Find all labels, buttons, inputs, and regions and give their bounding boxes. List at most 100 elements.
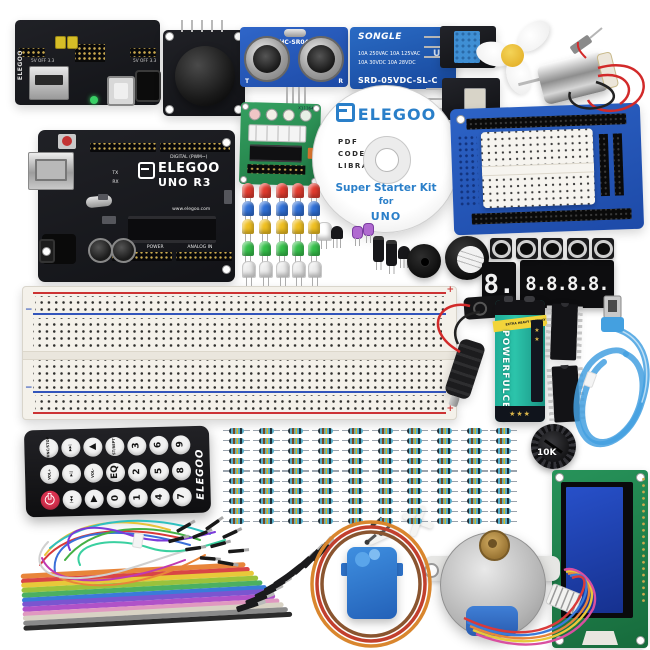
remote-button-label: ▶▶|	[68, 443, 73, 451]
cd-brand: ELEGOO	[313, 103, 459, 124]
resistor	[223, 427, 250, 434]
resistor	[341, 427, 369, 434]
resistor	[371, 447, 399, 454]
mounting-hole	[165, 32, 174, 41]
resistor	[490, 457, 518, 464]
resistor	[341, 478, 369, 485]
breadboard: + + − −	[22, 285, 457, 420]
pin	[304, 87, 306, 111]
led	[292, 261, 306, 286]
led	[259, 219, 271, 243]
jumper-wire	[39, 530, 181, 566]
mounting-hole	[165, 105, 174, 114]
resistor	[252, 508, 280, 515]
pin	[181, 20, 183, 32]
resistor	[252, 518, 280, 525]
ul-cert-mark: UL	[433, 49, 446, 59]
jumper-cap	[55, 36, 66, 49]
software-cd: ELEGOO PDF CODE LIBRARIES Super Starter …	[312, 85, 460, 233]
pin	[426, 88, 442, 90]
pin	[298, 87, 300, 111]
remote-button: 2	[127, 461, 147, 482]
remote-button: FUNC/STOP	[38, 436, 59, 459]
photoresistor	[352, 226, 363, 246]
resistor	[312, 427, 340, 434]
remote-button-label: ST/REPT	[112, 437, 117, 455]
arduino-uno-board: DIGITAL (PWM~) ELEGOO UNO R3 www.elegoo.…	[28, 130, 235, 282]
sensor-chip	[464, 88, 486, 110]
elegoo-logo-icon	[335, 103, 355, 122]
website-label: www.elegoo.com	[172, 206, 211, 212]
cd-title: UNO	[370, 210, 402, 223]
usb-a-shell	[601, 317, 624, 332]
cd-title: Super Starter Kit	[335, 182, 437, 194]
power-button	[107, 76, 135, 106]
transducer	[244, 36, 290, 82]
resistor	[312, 508, 340, 515]
servo-motor	[347, 547, 397, 619]
resistor	[223, 518, 250, 525]
pin	[221, 20, 223, 32]
twist-tie	[131, 532, 145, 549]
resistor	[223, 488, 250, 495]
resistor	[401, 447, 429, 454]
jst-connector	[248, 124, 307, 143]
dupont-pin	[589, 27, 603, 39]
resistor	[341, 447, 369, 454]
uln2003-chip	[249, 144, 302, 163]
usb-cable-loop	[579, 351, 646, 445]
resistor	[401, 437, 429, 444]
pin	[424, 56, 440, 58]
digital-label: DIGITAL (PWM~)	[170, 154, 208, 160]
resistor	[401, 518, 429, 525]
resistor	[460, 447, 488, 454]
analog-label: ANALOG IN	[187, 244, 213, 250]
resistor	[312, 457, 340, 464]
remote-button-label: 3	[131, 442, 142, 449]
pin-header	[247, 164, 306, 175]
remote-button-label: VOL-	[90, 467, 96, 478]
resistor	[430, 518, 458, 525]
dupont-connector	[569, 34, 593, 55]
resistor	[401, 457, 429, 464]
resistor	[490, 447, 518, 454]
dip-ic-chip	[551, 364, 581, 423]
remote-button: VOL-	[83, 462, 103, 483]
led	[259, 201, 271, 225]
resistor	[460, 478, 488, 485]
electrolytic-capacitor	[373, 236, 384, 270]
resistor	[490, 427, 518, 434]
resistor	[341, 437, 369, 444]
receive-mark: R	[338, 78, 343, 85]
led	[308, 219, 320, 243]
led	[292, 201, 304, 225]
resistor	[223, 508, 250, 515]
resistor	[341, 518, 369, 525]
voltage-label: 5V OFF 3.3	[31, 58, 55, 64]
remote-button-label: 5	[153, 467, 165, 475]
resistor	[401, 508, 429, 515]
dht11-sensor	[454, 31, 480, 63]
resistor	[282, 478, 310, 485]
led	[276, 241, 288, 265]
twist-tie	[582, 370, 598, 389]
resistor	[282, 457, 310, 464]
power-supply-module: ELEGOO 5V OFF 3.3 5V OFF 3.3	[15, 20, 161, 106]
usb-a-port	[29, 66, 69, 100]
resistor	[490, 437, 518, 444]
dc-motor	[536, 50, 610, 106]
remote-button	[39, 490, 60, 510]
resistor	[312, 498, 340, 505]
mounting-hole	[456, 114, 466, 125]
crystal-oscillator	[284, 29, 306, 37]
resistor	[341, 467, 369, 474]
remote-button-label: 7	[176, 493, 187, 500]
mounting-hole	[42, 247, 51, 256]
remote-button-label: ▶||	[68, 470, 74, 476]
resistor	[430, 427, 458, 434]
resistor	[460, 437, 488, 444]
resistor	[460, 467, 488, 474]
resistor	[460, 518, 488, 525]
voltage-label: 5V OFF 3.3	[132, 58, 156, 64]
